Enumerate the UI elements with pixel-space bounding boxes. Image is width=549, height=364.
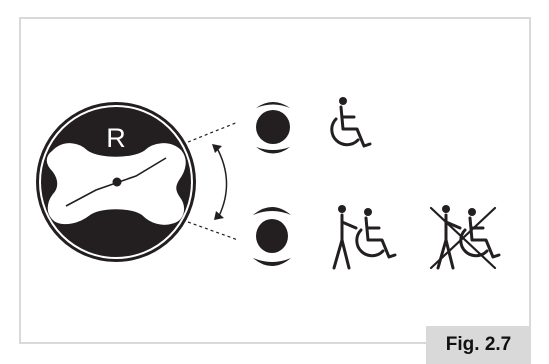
- pushed-wheelchair-body: [364, 216, 397, 259]
- upper-position-button: [256, 110, 290, 144]
- lower-position-top-arc: [253, 207, 291, 215]
- attendant-head: [338, 205, 346, 213]
- wheelchair-body: [339, 105, 372, 148]
- rotation-guides: [187, 121, 239, 241]
- lower-position-bottom-arc: [253, 258, 291, 266]
- crossed-attendant-head: [442, 205, 450, 213]
- crossed-wheelchair-body: [468, 216, 501, 259]
- knob-center-dot: [112, 177, 122, 187]
- pushed-wheelchair-icon: [332, 205, 397, 270]
- crossed-wheelchair-wheel: [459, 228, 489, 258]
- knob-letter: R: [106, 123, 126, 153]
- upper-position-top-arc: [256, 102, 290, 108]
- wheelchair-icon: [330, 97, 372, 148]
- lower-position-button: [256, 219, 288, 253]
- crossed-wheelchair-head: [468, 208, 476, 216]
- rotation-arc-arrow: [216, 147, 228, 217]
- wheel-release-lower-position-icon: [253, 207, 291, 266]
- pushed-wheelchair-wheel: [355, 228, 385, 258]
- upper-position-bottom-arc: [256, 147, 290, 154]
- cross-out-icon: [429, 206, 497, 270]
- upper-dashed-line: [187, 121, 239, 143]
- wheelchair-wheel: [330, 117, 360, 147]
- wheelchair-head: [339, 97, 347, 105]
- pushed-wheelchair-head: [364, 208, 372, 216]
- knob-inner-edge: [39, 105, 193, 259]
- attendant-body: [332, 213, 358, 270]
- figure-caption: Fig. 2.7: [426, 326, 531, 364]
- figure-frame: [19, 17, 531, 344]
- crossed-attendant-body: [436, 213, 462, 270]
- wheel-release-upper-position-icon: [256, 102, 290, 154]
- lower-dashed-line: [187, 221, 239, 241]
- arrowhead-down-icon: [214, 211, 224, 220]
- pushing-not-allowed-icon: [429, 205, 501, 270]
- arrowhead-up-icon: [212, 144, 222, 153]
- control-knob: R: [36, 102, 196, 262]
